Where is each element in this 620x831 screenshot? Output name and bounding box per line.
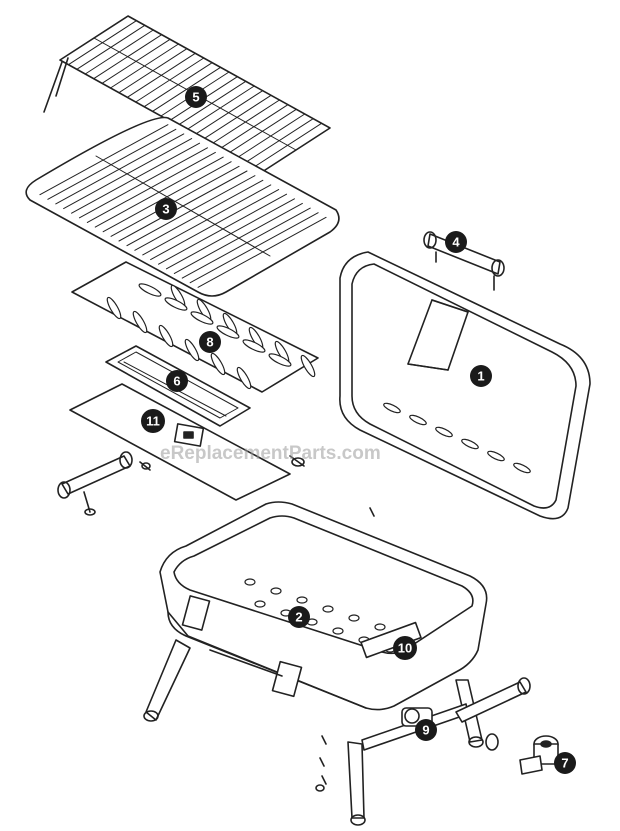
base-hole (348, 614, 360, 622)
plate-slot (216, 325, 240, 339)
callout-11-label: 11 (146, 414, 160, 429)
base-hole (244, 578, 256, 586)
callout-7-label: 7 (561, 756, 568, 771)
callout-8: 8 (199, 331, 221, 353)
wire-bar (63, 138, 193, 210)
grill-legs (143, 639, 531, 826)
callout-5: 5 (185, 86, 207, 108)
callout-10-label: 10 (398, 641, 412, 656)
base-hole (322, 605, 334, 613)
heat-plate (71, 261, 319, 393)
wire-bar (47, 128, 177, 200)
wire-bar (181, 207, 311, 279)
callout-1: 1 (470, 365, 492, 387)
callout-9: 9 (415, 719, 437, 741)
lid-slot (487, 450, 505, 462)
base-hole (254, 600, 266, 608)
plate-slot (300, 354, 316, 378)
callout-6: 6 (166, 370, 188, 392)
plate-slot (138, 283, 162, 297)
wire-bar (39, 124, 169, 196)
wire-bar (189, 212, 319, 284)
base-hole (270, 587, 282, 595)
lid-slot (383, 402, 401, 414)
loose-screws (315, 507, 375, 792)
wire-bar (197, 216, 327, 288)
wire-bar (173, 202, 303, 274)
cooking-grate (25, 116, 340, 297)
plate-slot (236, 366, 252, 390)
callout-3-label: 3 (162, 202, 169, 217)
plate-slot (268, 353, 292, 367)
callout-1-label: 1 (477, 369, 484, 384)
regulator (519, 735, 559, 775)
callout-8-label: 8 (206, 335, 213, 350)
plate-slot (242, 339, 266, 353)
plate-slot (158, 324, 174, 348)
base-hole (296, 596, 308, 604)
plate-slot (184, 338, 200, 362)
side-handle (57, 451, 151, 516)
callout-6-label: 6 (173, 374, 180, 389)
plate-slot (210, 352, 226, 376)
lid-slot (461, 438, 479, 450)
burner-tray (69, 383, 305, 501)
callout-7: 7 (554, 752, 576, 774)
callout-2-label: 2 (295, 610, 302, 625)
callout-5-label: 5 (192, 90, 199, 105)
wire-bar (95, 155, 271, 257)
watermark: eReplacementParts.com (160, 443, 381, 464)
wire-bar (55, 133, 185, 205)
grill-base (159, 501, 488, 711)
callout-4-label: 4 (452, 235, 460, 250)
lid-slot (513, 462, 531, 474)
grill-lid (339, 251, 591, 520)
base-hole (374, 623, 386, 631)
callout-2: 2 (288, 606, 310, 628)
callout-3: 3 (155, 198, 177, 220)
base-hole (332, 627, 344, 635)
callout-10: 10 (393, 636, 417, 660)
plate-slot (106, 296, 122, 320)
callout-4: 4 (445, 231, 467, 253)
callout-9-label: 9 (422, 723, 429, 738)
callout-11: 11 (141, 409, 165, 433)
lid-slot (435, 426, 453, 438)
plate-slot (190, 311, 214, 325)
lid-slot (409, 414, 427, 426)
plate-slot (132, 310, 148, 334)
plate-slot (164, 297, 188, 311)
